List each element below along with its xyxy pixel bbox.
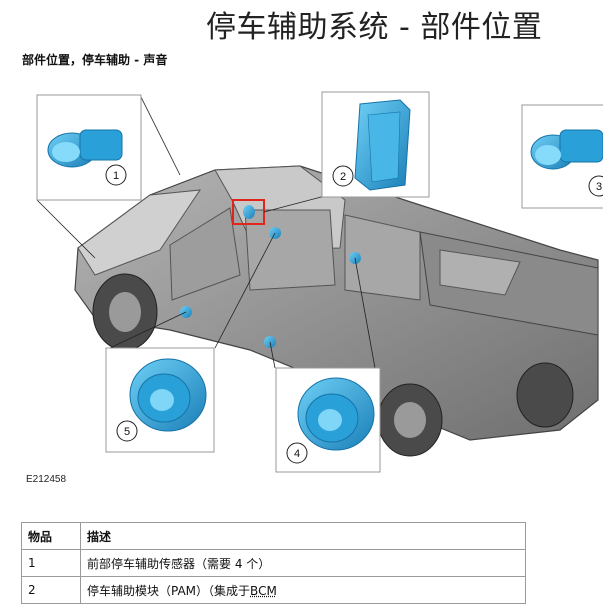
table-header-row: 物品 描述 — [21, 522, 526, 550]
inset-parking-aid-module: 2 — [321, 91, 430, 198]
leader-lines — [36, 94, 376, 369]
page-title: 停车辅助系统 - 部件位置 — [206, 10, 543, 45]
parts-table: 物品 描述 1 前部停车辅助传感器（需要 4 个） 2 停车辅助模块（PAM）（… — [21, 522, 526, 604]
inset-rear-sensor: 3 — [521, 104, 603, 209]
row-description: 前部停车辅助传感器（需要 4 个） — [80, 549, 526, 577]
inset-speaker-5: 5 — [105, 347, 215, 453]
svg-text:5: 5 — [124, 426, 130, 438]
inset-speaker-4: 4 — [275, 367, 381, 473]
svg-text:3: 3 — [596, 181, 602, 193]
svg-text:2: 2 — [340, 171, 346, 183]
inset-front-sensor: 1 — [36, 94, 142, 201]
table-row: 2 停车辅助模块（PAM）（集成于BCM — [21, 576, 526, 604]
svg-text:4: 4 — [294, 448, 300, 460]
row-description-text: 停车辅助模块（PAM）（集成于 — [87, 583, 251, 598]
table-row: 1 前部停车辅助传感器（需要 4 个） — [21, 549, 526, 577]
row-item: 1 — [21, 549, 81, 577]
svg-text:1: 1 — [113, 170, 119, 182]
pickup-truck — [74, 165, 599, 457]
header-item: 物品 — [21, 522, 81, 550]
figure-id: E212458 — [26, 474, 67, 485]
row-description: 停车辅助模块（PAM）（集成于BCM — [80, 576, 526, 604]
component-location-diagram: 1 2 3 4 5 — [36, 91, 603, 473]
bcm-link[interactable]: BCM — [250, 583, 277, 598]
row-item: 2 — [21, 576, 81, 604]
section-subtitle: 部件位置，停车辅助 - 声音 — [22, 53, 168, 67]
header-description: 描述 — [80, 522, 526, 550]
